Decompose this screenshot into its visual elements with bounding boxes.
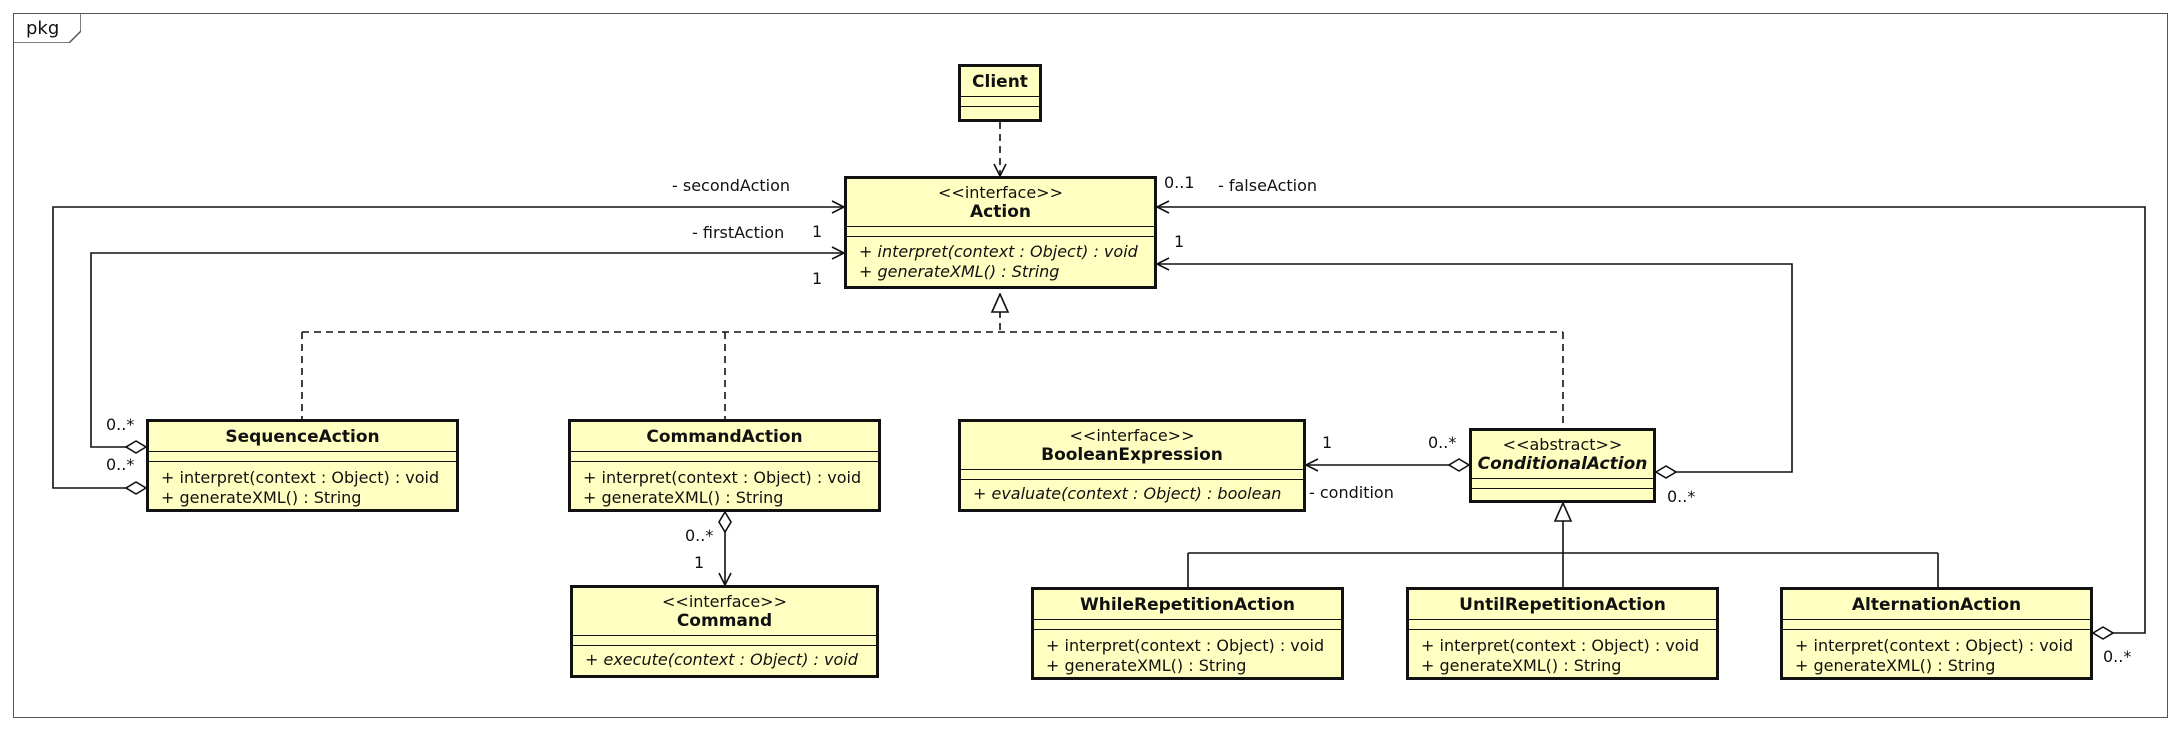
alternation-action-op-interpret: + interpret(context : Object) : void — [1795, 636, 2074, 655]
boolean-expression-name: BooleanExpression — [1041, 445, 1223, 465]
command-action-name: CommandAction — [646, 426, 803, 447]
mult-conditional-self: 0..* — [1667, 487, 1696, 506]
mult-sequence-first: 0..* — [106, 415, 135, 434]
while-repetition-action-name: WhileRepetitionAction — [1079, 594, 1295, 615]
mult-command-action: 0..* — [685, 526, 714, 545]
command-stereotype: <<interface>> — [662, 592, 787, 611]
mult-sequence-second: 0..* — [106, 455, 135, 474]
package-frame — [13, 13, 2168, 718]
command-op-execute: + execute(context : Object) : void — [585, 650, 858, 669]
conditional-action-name: ConditionalAction — [1477, 454, 1648, 474]
alternation-action-name: AlternationAction — [1851, 594, 2022, 615]
second-action-role: - secondAction — [672, 176, 791, 195]
conditional-action-stereotype: <<abstract>> — [1502, 435, 1623, 454]
alternation-action-class[interactable]: AlternationAction + interpret(context : … — [1780, 587, 2093, 680]
mult-action-conditional: 1 — [1174, 232, 1185, 251]
command-interface[interactable]: <<interface>> Command + execute(context … — [570, 585, 879, 678]
false-action-role: - falseAction — [1218, 176, 1318, 195]
package-label: pkg — [26, 18, 60, 39]
mult-action-first: 1 — [812, 222, 823, 241]
mult-command: 1 — [694, 553, 705, 572]
mult-alternation: 0..* — [2103, 647, 2132, 666]
sequence-action-class[interactable]: SequenceAction + interpret(context : Obj… — [146, 419, 459, 512]
boolean-expression-interface[interactable]: <<interface>> BooleanExpression + evalua… — [958, 419, 1306, 512]
command-action-class[interactable]: CommandAction + interpret(context : Obje… — [568, 419, 881, 512]
alternation-action-op-generate-xml: + generateXML() : String — [1795, 656, 1996, 675]
boolean-expression-op-evaluate: + evaluate(context : Object) : boolean — [973, 484, 1282, 503]
client-class[interactable]: Client — [958, 64, 1042, 122]
sequence-action-name: SequenceAction — [225, 426, 380, 447]
conditional-action-line — [1157, 264, 1793, 472]
condition-role: - condition — [1309, 483, 1394, 502]
mult-conditional-condition: 0..* — [1428, 433, 1457, 452]
second-action-line — [52, 207, 844, 488]
package-tab — [13, 13, 81, 43]
first-action-role: - firstAction — [692, 223, 785, 242]
command-name: Command — [676, 611, 773, 631]
client-class-name: Client — [972, 71, 1028, 92]
while-repetition-action-op-generate-xml: + generateXML() : String — [1046, 656, 1247, 675]
action-interface[interactable]: <<interface>> Action + interpret(context… — [844, 176, 1157, 289]
command-action-op-generate-xml: + generateXML() : String — [583, 488, 784, 507]
sequence-action-op-generate-xml: + generateXML() : String — [161, 488, 362, 507]
mult-action-false: 0..1 — [1164, 173, 1195, 192]
command-action-op-interpret: + interpret(context : Object) : void — [583, 468, 862, 487]
action-op-interpret: + interpret(context : Object) : void — [859, 242, 1138, 261]
mult-action-second: 1 — [812, 269, 823, 288]
false-action-line — [1157, 207, 2146, 633]
until-repetition-action-op-interpret: + interpret(context : Object) : void — [1421, 636, 1700, 655]
sequence-action-op-interpret: + interpret(context : Object) : void — [161, 468, 440, 487]
mult-boolean: 1 — [1322, 433, 1333, 452]
boolean-expression-stereotype: <<interface>> — [1069, 426, 1195, 445]
while-repetition-action-op-interpret: + interpret(context : Object) : void — [1046, 636, 1325, 655]
until-repetition-action-class[interactable]: UntilRepetitionAction + interpret(contex… — [1406, 587, 1719, 680]
action-name: Action — [970, 202, 1031, 222]
action-op-generate-xml: + generateXML() : String — [859, 262, 1060, 281]
action-stereotype: <<interface>> — [938, 183, 1063, 202]
until-repetition-action-op-generate-xml: + generateXML() : String — [1421, 656, 1622, 675]
until-repetition-action-name: UntilRepetitionAction — [1459, 594, 1666, 615]
first-action-line — [90, 253, 844, 447]
conditional-action-class[interactable]: <<abstract>> ConditionalAction — [1469, 428, 1656, 503]
while-repetition-action-class[interactable]: WhileRepetitionAction + interpret(contex… — [1031, 587, 1344, 680]
